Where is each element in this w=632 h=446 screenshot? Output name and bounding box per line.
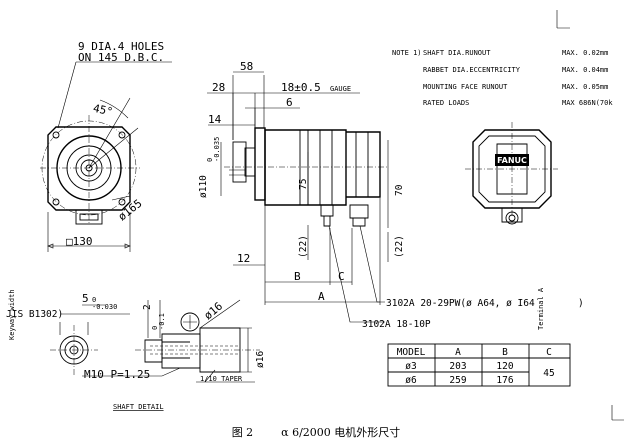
- shaft-detail: [50, 299, 260, 383]
- flange-outline: [47, 126, 131, 211]
- table-header: MODEL: [397, 347, 426, 358]
- note-label: RABBET DIA.ECCENTRICITY: [423, 66, 521, 74]
- dim-28: 28: [212, 81, 225, 94]
- table-cell: 203: [449, 361, 466, 372]
- dim-B: B: [294, 270, 301, 283]
- figure-title: α 6/2000 电机外形尺寸: [281, 426, 401, 439]
- dim-75: 75: [298, 179, 309, 190]
- terminal-label: Terminal A: [537, 287, 545, 330]
- mount-hole: [118, 131, 126, 139]
- figure-number: 图 2: [231, 426, 254, 439]
- table-cell: ø3: [405, 361, 416, 372]
- holes-note-line2: ON 145 D.B.C.: [78, 51, 164, 64]
- front-view: [40, 61, 172, 252]
- note-label: RATED LOADS: [423, 99, 469, 107]
- model-table: MODEL A B C ø3 203 120 ø6 259 176 45: [387, 343, 571, 387]
- dim-110-tol: 0-0.035: [206, 137, 221, 162]
- mount-hole: [52, 198, 60, 206]
- notes-block: NOTE 1) SHAFT DIA.RUNOUT MAX. 0.02mm RAB…: [392, 49, 613, 107]
- taper-label: 1/10 TAPER: [200, 375, 243, 383]
- dim-22b: (22): [394, 235, 405, 258]
- dim-16-vert: ø16: [255, 351, 266, 368]
- dim-12: 12: [237, 252, 250, 265]
- table-header: C: [546, 347, 552, 358]
- shaft-detail-title: SHAFT DETAIL: [113, 403, 164, 411]
- dim-5: 5: [82, 292, 89, 305]
- table-header: B: [502, 347, 508, 358]
- gauge-label: GAUGE: [330, 85, 351, 93]
- connector-1: 3102A 20-29PW(ø A64, ø I64: [386, 298, 535, 309]
- dim-14: 14: [208, 113, 222, 126]
- connector-1-close: ): [578, 298, 584, 309]
- notes-header: NOTE 1): [392, 49, 422, 57]
- mount-hole: [52, 131, 60, 139]
- fanuc-logo: FANUC: [495, 154, 529, 166]
- angle-label: 45°: [92, 102, 114, 119]
- note-value: MAX. 0.04mm: [562, 66, 608, 74]
- dim-16-diag: ø16: [202, 300, 226, 323]
- dim-C: C: [338, 270, 345, 283]
- dim-22a: (22): [298, 235, 309, 258]
- note-value: MAX. 0.02mm: [562, 49, 608, 57]
- table-cell: 259: [449, 375, 466, 386]
- table-header: A: [455, 347, 461, 358]
- connector-2: 3102A 18-10P: [362, 319, 431, 330]
- dim-A: A: [318, 290, 325, 303]
- dim-2-tol: 0-0.1: [151, 313, 166, 330]
- crop-marks: [556, 10, 624, 421]
- table-cell: 120: [496, 361, 513, 372]
- note-value: MAX 686N(70k: [562, 99, 613, 107]
- dim-2: 2: [142, 304, 153, 310]
- figure-caption: 图 2 α 6/2000 电机外形尺寸: [0, 424, 632, 440]
- jis-label: JIS B1302): [6, 309, 63, 320]
- flange-width-label: □130: [66, 235, 93, 248]
- note-value: MAX. 0.05mm: [562, 83, 608, 91]
- note-label: MOUNTING FACE RUNOUT: [423, 83, 508, 91]
- keyway-label: Keyway width: [8, 289, 16, 340]
- mount-hole: [118, 198, 126, 206]
- dim-18: 18±0.5: [281, 81, 321, 94]
- holes-note-line1: 9 DIA.4 HOLES: [78, 40, 164, 53]
- table-cell: ø6: [405, 375, 417, 386]
- thread-label: M10 P=1.25: [84, 368, 150, 381]
- side-view: [207, 71, 389, 323]
- dim-70: 70: [394, 184, 405, 196]
- dim-5-tol: 0-0.030: [92, 296, 117, 311]
- dim-58: 58: [240, 60, 253, 73]
- fanuc-logo-text: FANUC: [497, 156, 527, 165]
- dim-6: 6: [286, 96, 293, 109]
- note-label: SHAFT DIA.RUNOUT: [423, 49, 491, 57]
- table-cell: 176: [496, 375, 513, 386]
- table-cell-c: 45: [543, 368, 554, 379]
- rear-view: [465, 122, 558, 225]
- dim-110: ø110: [198, 175, 209, 198]
